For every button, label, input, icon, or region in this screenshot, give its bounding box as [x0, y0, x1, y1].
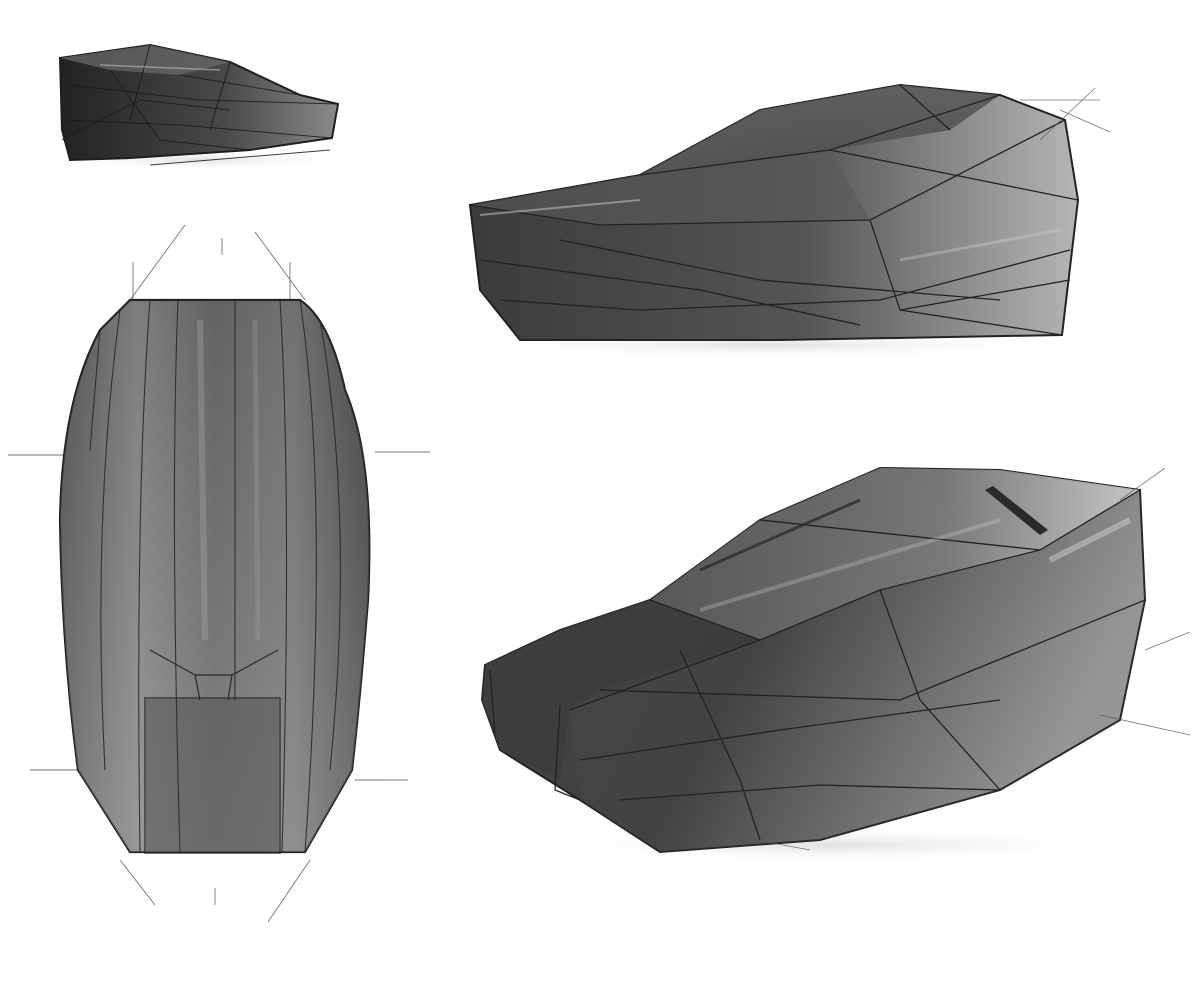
- three-quarter-view: [480, 466, 1191, 863]
- top-view: [8, 224, 430, 923]
- side-view-large: [450, 83, 1111, 359]
- side-view-thumbnail: [50, 43, 350, 170]
